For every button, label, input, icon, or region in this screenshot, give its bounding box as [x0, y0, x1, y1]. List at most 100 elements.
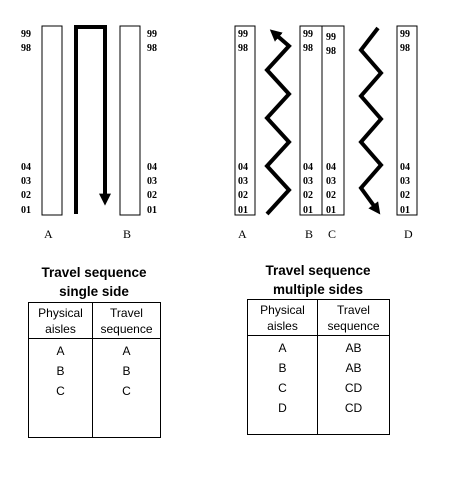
table-cell: A	[122, 344, 131, 358]
aisle-label-d: D	[404, 227, 413, 241]
table-cell: B	[56, 364, 65, 378]
header-line: aisles	[45, 322, 76, 336]
table-cell: A	[56, 344, 65, 358]
table-cell: A	[278, 341, 287, 355]
rack-number: 04	[303, 162, 313, 173]
table-cell: AB	[345, 341, 362, 355]
rack-number: 98	[400, 43, 410, 54]
rack-number: 99	[238, 29, 248, 40]
rack-number: 02	[21, 190, 31, 201]
rack-number: 01	[303, 205, 313, 216]
caption-line: single side	[59, 284, 129, 299]
aisle-rack-b	[119, 25, 141, 216]
travel-path-arrow	[74, 25, 111, 214]
rack-number: 02	[303, 190, 313, 201]
table-body: A B C D AB AB CD CD	[247, 335, 390, 435]
rack-number: 01	[400, 205, 410, 216]
table-cell: D	[278, 401, 287, 415]
table-multiple-caption: Travel sequence multiple sides	[247, 261, 389, 299]
table-cell: CD	[344, 381, 363, 395]
caption-line: multiple sides	[272, 282, 364, 297]
caption-line: Travel sequence	[265, 263, 371, 278]
rack-number: 03	[21, 176, 31, 187]
header-physical-aisles: Physical aisles	[247, 299, 318, 336]
aisle-label-a: A	[44, 227, 53, 241]
rack-number: 01	[147, 205, 157, 216]
rack-number: 98	[147, 43, 157, 54]
rack-number: 99	[400, 29, 410, 40]
table-cell: C	[278, 381, 287, 395]
rack-number: 03	[400, 176, 410, 187]
rack-number: 03	[326, 176, 336, 187]
header-line: Physical	[38, 306, 83, 320]
rack-number: 98	[326, 46, 336, 57]
header-travel-sequence: Travel sequence	[92, 302, 161, 339]
rack-number: 99	[21, 29, 31, 40]
physical-aisles-column: A B C D	[247, 335, 318, 435]
rack-number: 03	[303, 176, 313, 187]
travel-sequence-column: A B C	[92, 338, 161, 438]
rack-c-numbers: 99 98 04 03 02 01	[326, 32, 336, 216]
rack-number: 01	[238, 205, 248, 216]
header-line: Travel	[110, 306, 143, 320]
table-single-caption: Travel sequence single side	[28, 263, 160, 301]
rack-number: 04	[238, 162, 248, 173]
rack-number: 01	[21, 205, 31, 216]
aisle-label-b: B	[123, 227, 131, 241]
rack-number: 02	[147, 190, 157, 201]
right-diagram: 99 98 04 03 02 01 99 98 04 03 02 01 99 9…	[234, 25, 418, 241]
rack-number: 02	[400, 190, 410, 201]
table-single-side: Physical aisles Travel sequence A B C A …	[28, 302, 161, 438]
header-line: sequence	[327, 319, 380, 333]
table-cell: C	[56, 384, 65, 398]
rack-number: 03	[147, 176, 157, 187]
rack-number: 02	[326, 190, 336, 201]
rack-number: 04	[147, 162, 157, 173]
header-line: Physical	[260, 303, 305, 317]
left-diagram: 99 98 04 03 02 01 99 98 04 03 02 01 A B	[21, 25, 157, 241]
table-cell: AB	[345, 361, 362, 375]
travel-sequence-column: AB AB CD CD	[317, 335, 390, 435]
aisle-label-c: C	[328, 227, 336, 241]
aisle-label-a: A	[238, 227, 247, 241]
rack-b-numbers: 99 98 04 03 02 01	[303, 29, 313, 216]
rack-number: 98	[238, 43, 248, 54]
rack-b-numbers: 99 98 04 03 02 01	[147, 29, 157, 216]
header-line: aisles	[267, 319, 298, 333]
rack-number: 04	[21, 162, 31, 173]
rack-number: 04	[326, 162, 336, 173]
table-header-row: Physical aisles Travel sequence	[28, 302, 161, 339]
aisle-rack-a	[234, 25, 256, 216]
table-cell: C	[122, 384, 131, 398]
rack-number: 98	[21, 43, 31, 54]
header-travel-sequence: Travel sequence	[317, 299, 390, 336]
physical-aisles-column: A B C	[28, 338, 93, 438]
caption-line: Travel sequence	[41, 265, 147, 280]
table-header-row: Physical aisles Travel sequence	[247, 299, 390, 336]
rack-d-numbers: 99 98 04 03 02 01	[400, 29, 410, 216]
rack-number: 01	[326, 205, 336, 216]
header-physical-aisles: Physical aisles	[28, 302, 93, 339]
rack-number: 03	[238, 176, 248, 187]
aisle-rack-d	[396, 25, 418, 216]
rack-number: 98	[303, 43, 313, 54]
table-cell: B	[278, 361, 287, 375]
rack-a-numbers: 99 98 04 03 02 01	[21, 29, 31, 216]
rack-number: 04	[400, 162, 410, 173]
aisle-label-b: B	[305, 227, 313, 241]
table-multiple-sides: Physical aisles Travel sequence A B C D …	[247, 299, 390, 435]
aisle-rack-a	[41, 25, 63, 216]
zigzag-up-arrow	[264, 29, 292, 216]
rack-a-numbers: 99 98 04 03 02 01	[238, 29, 248, 216]
header-line: Travel	[337, 303, 370, 317]
rack-number: 99	[326, 32, 336, 43]
rack-number: 02	[238, 190, 248, 201]
rack-number: 99	[303, 29, 313, 40]
zigzag-down-arrow	[358, 26, 384, 215]
table-cell: CD	[344, 401, 363, 415]
table-cell: B	[122, 364, 131, 378]
header-line: sequence	[100, 322, 153, 336]
table-body: A B C A B C	[28, 338, 161, 438]
rack-number: 99	[147, 29, 157, 40]
